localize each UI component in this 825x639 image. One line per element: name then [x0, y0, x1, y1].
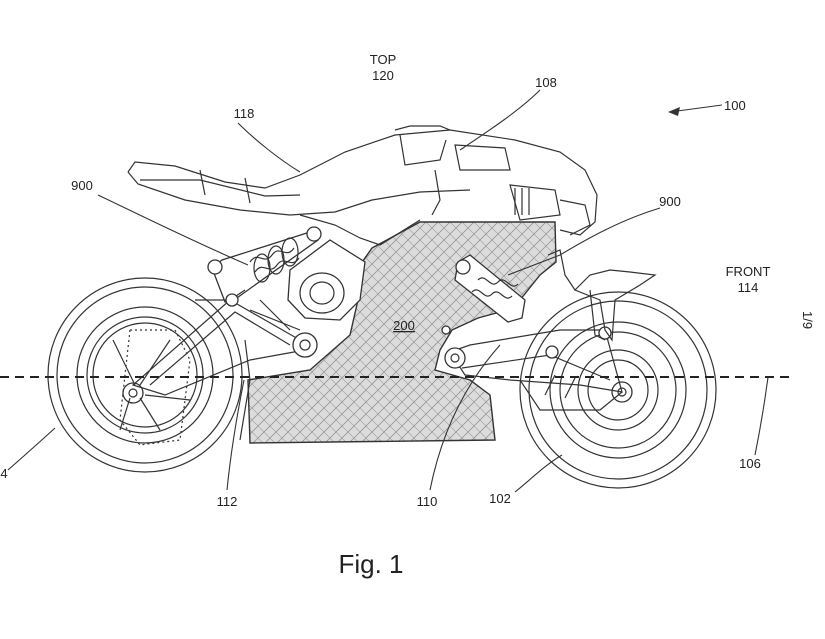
label-112: 112 — [217, 494, 238, 509]
label-top-ref: 120 — [372, 68, 394, 83]
reference-labels: TOP 120 FRONT 114 100 108 118 900 900 20… — [0, 52, 815, 579]
front-suspension-arms — [444, 249, 657, 411]
rear-wheel — [47, 277, 243, 473]
leader-lines — [7, 89, 769, 493]
label-front-ref: 114 — [738, 280, 759, 295]
label-900-left: 900 — [71, 178, 93, 193]
label-108: 108 — [535, 75, 557, 90]
label-200: 200 — [393, 318, 415, 333]
label-110: 110 — [417, 494, 438, 509]
label-106: 106 — [739, 456, 761, 471]
front-wheel — [519, 291, 717, 489]
label-top-word: TOP — [370, 52, 397, 67]
label-118: 118 — [234, 106, 255, 121]
label-104-partial: 4 — [0, 466, 7, 481]
figure-caption: Fig. 1 — [338, 549, 403, 579]
sheet-number: 1/9 — [800, 311, 815, 329]
motor-unit — [287, 239, 366, 321]
motorcycle-body — [127, 125, 598, 246]
rear-shock-absorber — [207, 226, 322, 303]
label-900-right: 900 — [659, 194, 681, 209]
front-shock-absorber — [441, 254, 526, 335]
label-100: 100 — [724, 98, 746, 113]
rear-swingarm — [131, 289, 318, 441]
label-front-word: FRONT — [726, 264, 771, 279]
label-102: 102 — [489, 491, 511, 506]
